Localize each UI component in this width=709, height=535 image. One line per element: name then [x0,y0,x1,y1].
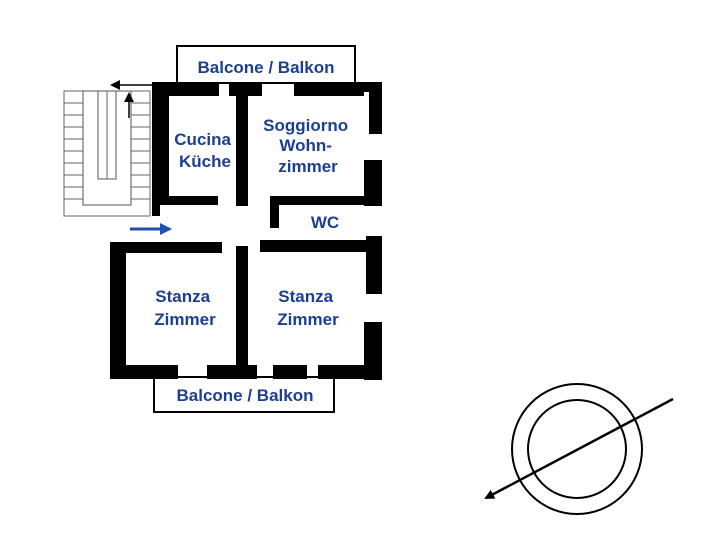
room-wc-label: WC [311,213,339,232]
balcony-top-label: Balcone / Balkon [198,58,335,77]
balcony-bottom-label: Balcone / Balkon [177,386,314,405]
room-right-label: Stanza Zimmer [277,287,339,329]
room-kitchen-label: Cucina Küche [174,130,235,171]
walls [110,82,382,380]
staircase-icon [63,90,151,217]
room-left-label: Stanza Zimmer [154,287,216,329]
north-compass-icon [484,383,674,515]
balcony-bottom: Balcone / Balkon [153,376,335,413]
balcony-top: Balcone / Balkon [176,45,356,84]
room-living-label: Soggiorno Wohn- zimmer [263,116,353,176]
